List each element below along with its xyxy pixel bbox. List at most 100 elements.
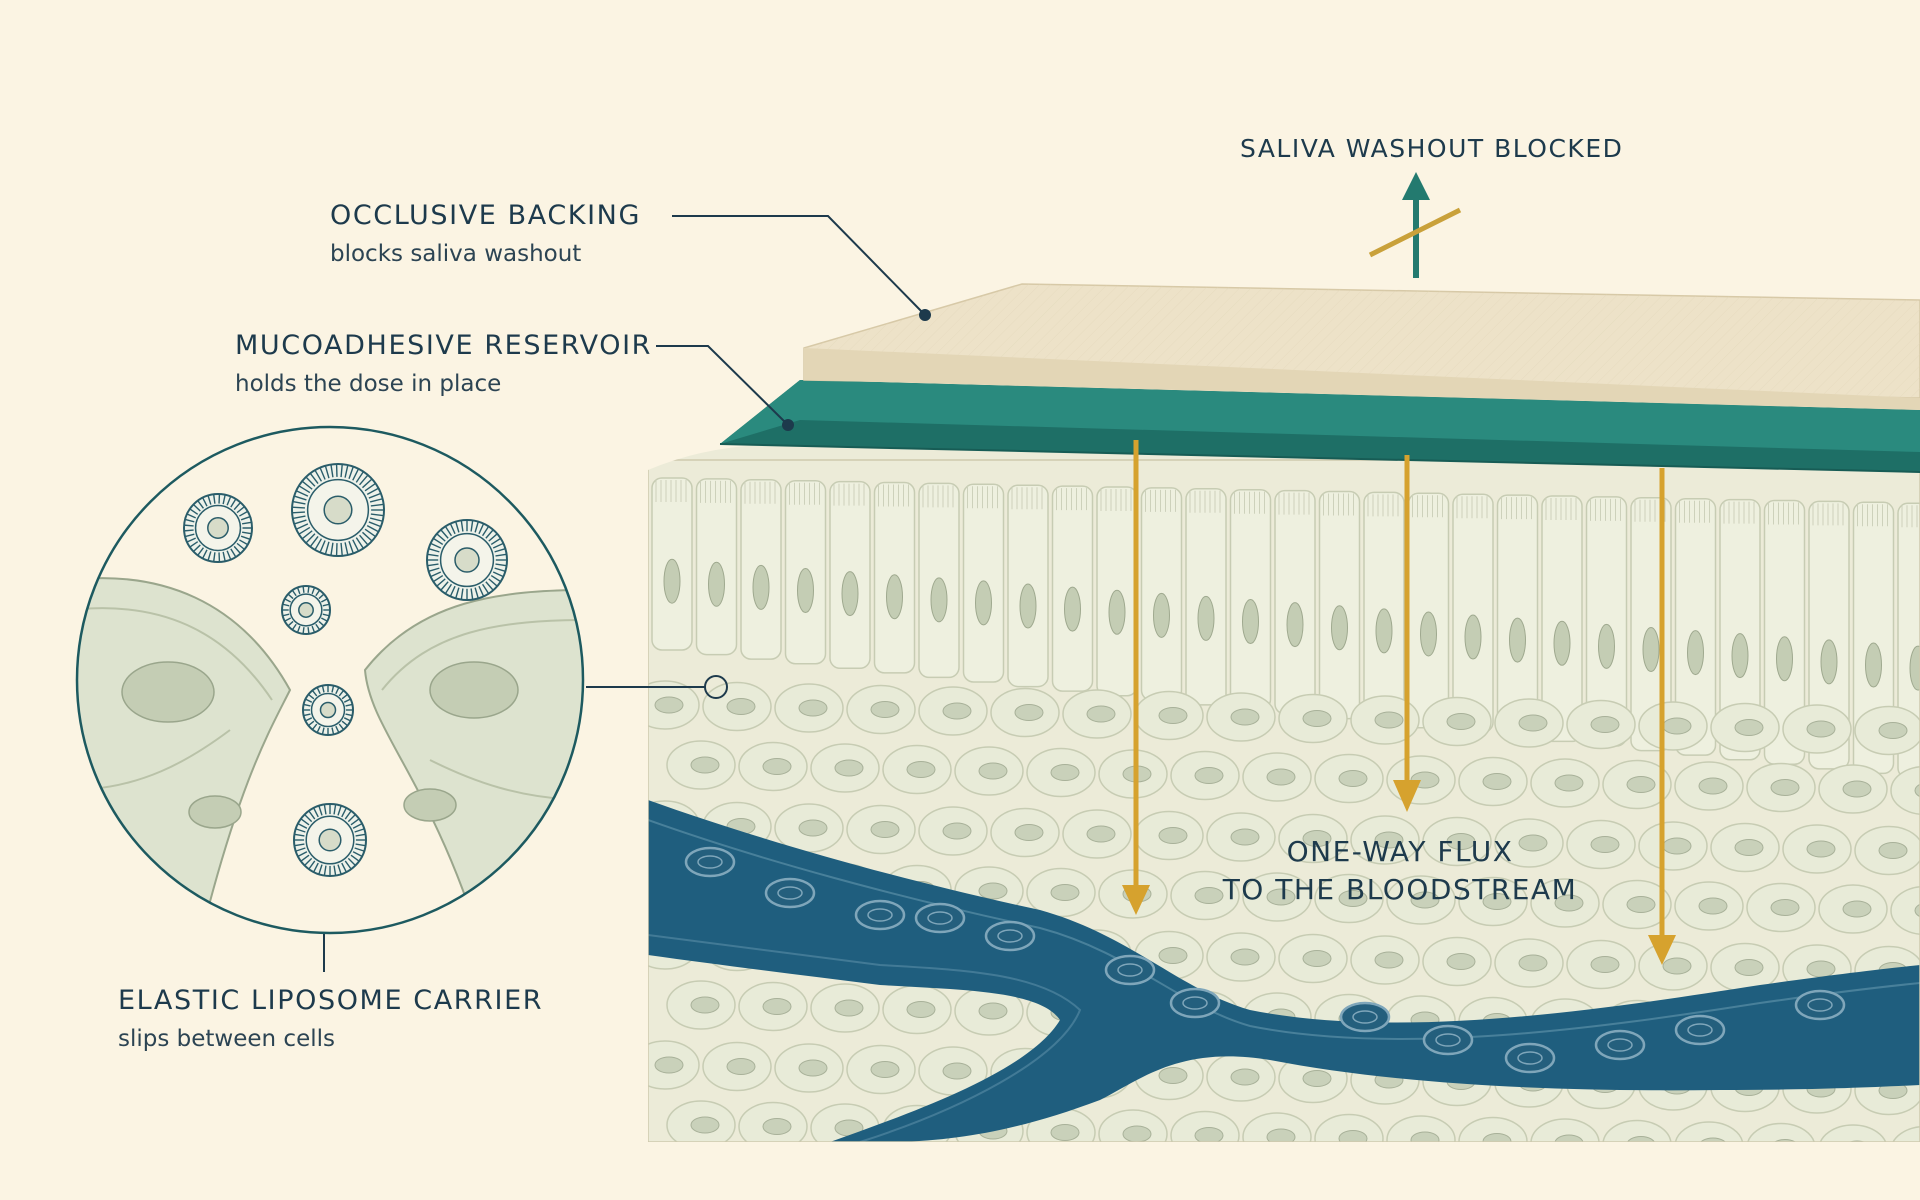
cell-nucleus bbox=[1230, 828, 1260, 846]
cell-nucleus bbox=[1865, 642, 1882, 688]
cell-nucleus bbox=[1242, 599, 1259, 645]
cell-nucleus bbox=[1374, 831, 1404, 849]
epithelial-cell bbox=[1808, 500, 1850, 770]
occlusive-backing-title: OCCLUSIVE BACKING bbox=[330, 200, 641, 231]
epithelial-cell-layer bbox=[651, 477, 1920, 779]
cell-nucleus bbox=[1770, 1139, 1800, 1142]
liposome bbox=[426, 519, 508, 601]
cell-nucleus bbox=[1446, 833, 1476, 850]
cell-nucleus bbox=[1014, 824, 1044, 841]
liposome bbox=[293, 803, 367, 877]
cell-nucleus bbox=[797, 568, 814, 614]
liposomes bbox=[183, 463, 508, 877]
cell-nucleus bbox=[1842, 1140, 1872, 1142]
cell-nucleus bbox=[1410, 891, 1440, 909]
cell-nucleus bbox=[942, 822, 972, 840]
cell-nucleus bbox=[1338, 770, 1368, 787]
cell-nucleus bbox=[1734, 959, 1764, 976]
cell-nucleus bbox=[834, 759, 864, 777]
cell-nucleus bbox=[1086, 825, 1116, 843]
cell-nucleus bbox=[1590, 716, 1620, 733]
epithelial-cell bbox=[1363, 491, 1405, 724]
cell-nucleus bbox=[1302, 710, 1332, 727]
cell-nucleus bbox=[1909, 645, 1920, 691]
cell-nucleus bbox=[762, 758, 792, 775]
cell-nucleus bbox=[1820, 639, 1838, 685]
cell-nucleus bbox=[1302, 950, 1332, 967]
epithelial-cell bbox=[1541, 495, 1583, 743]
cell-nucleus bbox=[1509, 617, 1526, 663]
cell-nucleus bbox=[834, 999, 864, 1017]
liposome bbox=[281, 585, 331, 635]
magnifier-focus-ring bbox=[704, 675, 728, 699]
mucoadhesive-reservoir-subtitle: holds the dose in place bbox=[235, 371, 502, 397]
magnified-inset bbox=[75, 425, 585, 935]
cell-nucleus bbox=[1590, 956, 1620, 973]
cell-nucleus bbox=[1086, 705, 1116, 723]
flux-line-2: TO THE BLOODSTREAM bbox=[1222, 873, 1578, 906]
cell-nucleus bbox=[798, 699, 828, 717]
red-blood-cell bbox=[1422, 1024, 1474, 1056]
cell-nucleus bbox=[1590, 836, 1620, 853]
cell-nucleus bbox=[975, 580, 992, 626]
cell-nucleus bbox=[1598, 623, 1615, 669]
cell-nucleus bbox=[1687, 630, 1704, 676]
cell-nucleus bbox=[1158, 827, 1188, 844]
cell-nucleus bbox=[1194, 887, 1224, 904]
reservoir-leader-dot bbox=[782, 419, 794, 431]
cell-nucleus bbox=[1518, 954, 1548, 972]
cell-nucleus bbox=[1122, 1125, 1152, 1142]
cell-nucleus bbox=[1734, 839, 1764, 856]
cell-nucleus bbox=[1914, 782, 1920, 799]
cell-nucleus bbox=[1776, 636, 1793, 682]
cell-nucleus bbox=[690, 996, 720, 1014]
cell-nucleus bbox=[978, 1002, 1008, 1020]
cell-nucleus bbox=[1878, 722, 1908, 739]
cell-nucleus bbox=[1842, 780, 1872, 798]
cell-nucleus bbox=[886, 574, 903, 620]
connective-cell bbox=[1602, 1119, 1672, 1142]
cell-nucleus bbox=[752, 564, 770, 610]
cell-nucleus bbox=[654, 696, 684, 714]
cell-nucleus bbox=[1734, 719, 1764, 736]
cell-nucleus bbox=[906, 761, 936, 778]
red-blood-cell bbox=[914, 902, 966, 934]
connective-cell bbox=[1890, 1125, 1920, 1142]
cell-nucleus bbox=[1878, 842, 1908, 859]
flux-line-1: ONE-WAY FLUX bbox=[1286, 835, 1514, 868]
cell-nucleus bbox=[798, 819, 828, 837]
flux-arrow-head-2 bbox=[1393, 780, 1421, 812]
connective-cell bbox=[1890, 765, 1920, 816]
cell-nucleus bbox=[762, 1118, 792, 1135]
connective-cell bbox=[1530, 1118, 1600, 1142]
occlusive-backing-layer bbox=[803, 283, 1920, 410]
epithelial-cell bbox=[1674, 497, 1717, 756]
cell-nucleus bbox=[1158, 1067, 1188, 1084]
cell-nucleus bbox=[1019, 583, 1037, 629]
epithelial-cell bbox=[1452, 493, 1494, 734]
cell-nucleus bbox=[1554, 894, 1584, 912]
cell-nucleus bbox=[1554, 1134, 1584, 1142]
backing-leader-dot bbox=[919, 309, 931, 321]
label-saliva-washout: SALIVA WASHOUT BLOCKED bbox=[1240, 134, 1624, 163]
cell-nucleus bbox=[1662, 837, 1692, 855]
connective-cell bbox=[1890, 885, 1920, 936]
red-blood-cell bbox=[684, 846, 736, 878]
cell-nucleus bbox=[1482, 773, 1512, 790]
red-blood-cell bbox=[1504, 1042, 1556, 1074]
cell-nucleus bbox=[1338, 1130, 1368, 1142]
cell-nucleus bbox=[1230, 708, 1260, 726]
red-blood-cell bbox=[1169, 987, 1221, 1019]
epithelial-cell bbox=[1318, 490, 1361, 720]
blood-vessel bbox=[648, 800, 1920, 1142]
cell-nucleus bbox=[1302, 1070, 1332, 1087]
cell-nucleus bbox=[1158, 947, 1188, 964]
connective-cell bbox=[1674, 1121, 1744, 1142]
inset-nucleus-right bbox=[429, 661, 519, 719]
connective-cell bbox=[1818, 1124, 1888, 1142]
cell-nucleus bbox=[1374, 951, 1404, 969]
cell-nucleus bbox=[1302, 830, 1332, 847]
cell-nucleus bbox=[1014, 704, 1044, 721]
cell-nucleus bbox=[1518, 834, 1548, 852]
